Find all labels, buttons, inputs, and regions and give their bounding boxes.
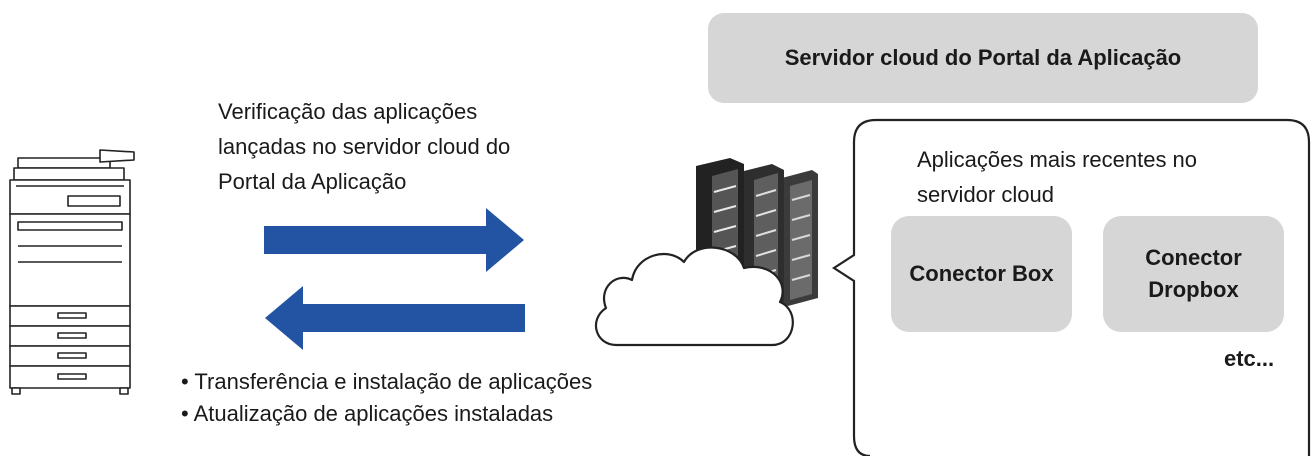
app-tile-label: Conector [1145,245,1242,270]
action-item: • Atualização de aplicações instaladas [181,401,554,426]
verification-text: Verificação das aplicações lançadas no s… [218,94,618,199]
app-tile-box-connector: Conector Box [891,216,1072,332]
arrow-left [265,286,525,350]
app-tile-label: Dropbox [1148,277,1239,302]
portal-server-label: Servidor cloud do Portal da Aplicação [784,45,1182,70]
verification-line: Portal da Aplicação [218,169,407,194]
etc-label: etc... [1224,346,1275,371]
printer-icon [9,149,135,395]
verification-line: Verificação das aplicações [218,99,478,124]
actions-list: • Transferência e instalação de aplicaçõ… [181,366,592,430]
bubble-title-line: servidor cloud [917,182,1054,207]
speech-bubble [831,118,1311,456]
portal-server-box: Servidor cloud do Portal da Aplicação [708,13,1258,103]
cloud-icon [595,246,794,347]
app-tile-label: Conector Box [909,261,1054,286]
app-tile-dropbox-connector: Conector Dropbox [1103,216,1284,332]
action-item: • Transferência e instalação de aplicaçõ… [181,369,593,394]
verification-line: lançadas no servidor cloud do [218,134,511,159]
arrow-right [264,208,524,272]
bubble-title-line: Aplicações mais recentes no [917,147,1198,172]
bubble-title: Aplicações mais recentes no servidor clo… [917,142,1297,212]
